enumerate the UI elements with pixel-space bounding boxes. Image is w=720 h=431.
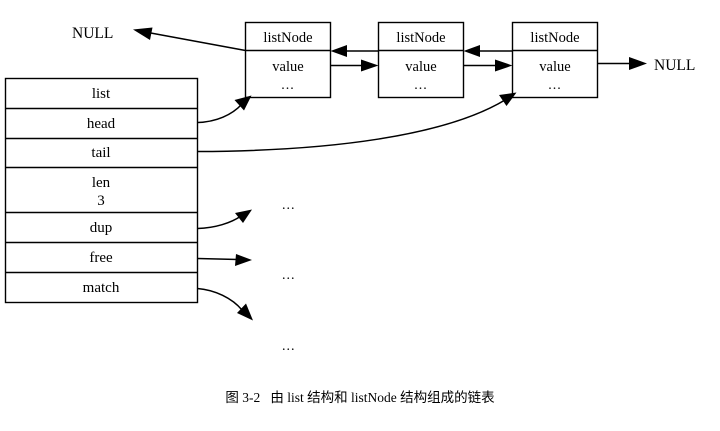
next-null-arrow: [597, 57, 647, 70]
head-pointer-arrow: [197, 95, 252, 124]
match-pointer-line: [197, 287, 243, 311]
list-field-match: match: [83, 280, 120, 296]
figure-caption: 图 3-2 由 list 结构和 listNode 结构组成的链表: [225, 390, 495, 405]
free-pointer-line: [197, 257, 239, 261]
dup-pointer-arrowhead: [235, 209, 252, 223]
list-node-2-title: listNode: [396, 30, 445, 46]
list-field-len: len: [92, 175, 111, 191]
list-node-1-value: value: [272, 59, 303, 75]
list-node-1: listNode value ...: [244, 21, 332, 99]
list-field-free: free: [89, 250, 113, 266]
null-label-left: NULL: [72, 25, 113, 42]
node1-next-arrow: [330, 59, 379, 72]
dup-pointer-arrow: [197, 209, 252, 230]
free-pointer-arrow: [197, 254, 252, 266]
list-node-2-ellipsis: ...: [414, 78, 428, 93]
match-pointer-arrowhead: [237, 303, 253, 321]
next-null-arrowhead: [629, 57, 647, 70]
list-node-1-title: listNode: [263, 30, 312, 46]
free-pointer-arrowhead: [235, 254, 252, 266]
list-struct-outline: [4, 77, 199, 304]
node2-prev-arrow: [330, 45, 379, 57]
tail-pointer-line: [197, 99, 506, 153]
list-field-len-value: 3: [97, 193, 105, 209]
list-node-3-title: listNode: [530, 30, 579, 46]
list-field-head: head: [87, 116, 116, 132]
free-target-ellipsis: ...: [282, 268, 296, 283]
match-target-ellipsis: ...: [282, 339, 296, 354]
node3-prev-arrowhead: [463, 45, 480, 57]
tail-pointer-arrowhead: [499, 92, 517, 106]
list-field-dup: dup: [90, 220, 113, 236]
prev-null-line: [147, 31, 246, 52]
tail-pointer-arrow: [197, 92, 517, 153]
dup-pointer-line: [197, 215, 242, 230]
node2-next-arrowhead: [495, 59, 513, 72]
list-node-3-outline: [511, 21, 599, 99]
head-pointer-line: [197, 103, 243, 124]
list-struct-title: list: [92, 86, 111, 102]
prev-null-arrowhead: [133, 27, 153, 40]
prev-null-arrow: [133, 27, 246, 52]
list-node-2-value: value: [405, 59, 436, 75]
list-node-1-outline: [244, 21, 332, 99]
node3-prev-arrow: [463, 45, 513, 57]
list-node-1-ellipsis: ...: [281, 78, 295, 93]
match-pointer-arrow: [197, 287, 253, 321]
head-pointer-arrowhead: [234, 95, 252, 111]
list-node-3-value: value: [539, 59, 570, 75]
dup-target-ellipsis: ...: [282, 198, 296, 213]
list-node-3: listNode value ...: [511, 21, 599, 99]
node1-next-arrowhead: [361, 59, 379, 72]
list-field-tail: tail: [91, 145, 110, 161]
list-node-2-outline: [377, 21, 465, 99]
list-node-3-ellipsis: ...: [548, 78, 562, 93]
list-node-2: listNode value ...: [377, 21, 465, 99]
node2-prev-arrowhead: [330, 45, 347, 57]
null-label-right: NULL: [654, 57, 695, 74]
node2-next-arrow: [463, 59, 513, 72]
list-struct-box: list head tail len 3 dup free match: [4, 77, 199, 304]
